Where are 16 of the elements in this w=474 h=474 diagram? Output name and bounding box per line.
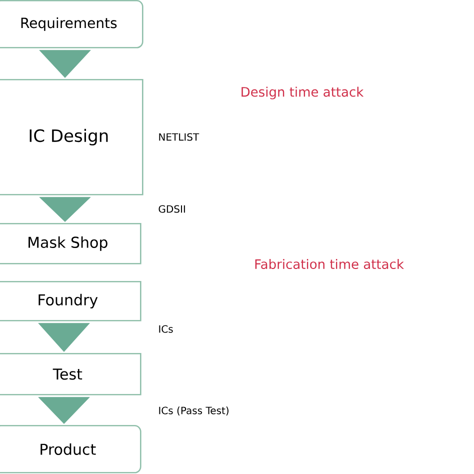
process-box: Requirements: [0, 0, 144, 48]
arrow: [38, 396, 90, 424]
arrow: [39, 196, 91, 222]
annotation-text: ICs: [159, 325, 173, 333]
annotation-text: Fabrication time attack: [255, 258, 404, 270]
process-box: Test: [0, 353, 142, 396]
process-box: Foundry: [0, 281, 142, 322]
process-box: Product: [0, 425, 142, 474]
arrow: [39, 50, 91, 78]
annotation-text: ICs (Pass Test): [159, 406, 228, 416]
annotation-text: Design time attack: [242, 86, 364, 100]
arrow: [38, 322, 90, 352]
annotation-text: GDSII: [158, 205, 185, 213]
process-box: Mask Shop: [0, 223, 142, 264]
process-box: IC Design: [0, 79, 144, 196]
annotation-text: NETLIST: [159, 133, 200, 141]
